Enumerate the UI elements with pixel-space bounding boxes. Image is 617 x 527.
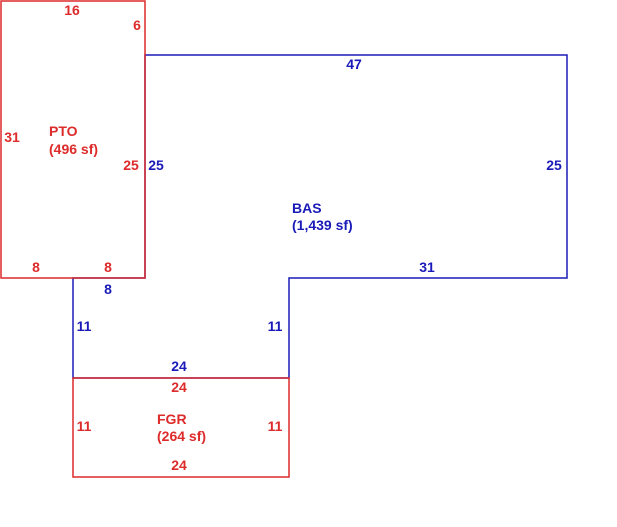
fgr-dim-left: 11 [77,418,92,434]
bas-dim-stem-right: 11 [268,318,283,334]
pto-dim-top-right: 6 [133,17,141,33]
bas-dim-right: 25 [546,157,562,173]
fgr-dim-right: 11 [268,418,283,434]
pto-area-code: PTO [49,123,78,139]
pto-dim-bottom-right: 8 [104,259,112,275]
pto-dim-right: 25 [123,157,139,173]
fgr-area-size: (264 sf) [157,428,206,444]
pto-dim-top: 16 [64,2,80,18]
fgr-outline [72,377,290,478]
bas-dim-stem-left: 11 [77,318,92,334]
pto-area-size: (496 sf) [49,141,98,157]
bas-dim-bottom-right: 31 [419,259,435,275]
pto-dim-bottom-left: 8 [32,259,40,275]
bas-area-code: BAS [292,200,322,216]
pto-dim-left: 31 [4,129,20,145]
fgr-area-code: FGR [157,411,187,427]
bas-dim-top: 47 [346,56,362,72]
bas-dim-stem-top: 8 [104,281,112,297]
pto-outline [0,0,146,279]
bas-dim-left: 25 [148,157,164,173]
pto-labels: 16 6 31 25 8 8 PTO (496 sf) [4,2,141,275]
fgr-dim-bottom: 24 [171,457,187,473]
bas-dim-stem-bottom: 24 [171,358,187,374]
bas-labels: 47 25 25 31 8 11 11 24 BAS (1,439 sf) [77,56,562,374]
fgr-dim-top: 24 [171,379,187,395]
bas-area-size: (1,439 sf) [292,217,353,233]
fgr-labels: 24 11 11 24 FGR (264 sf) [77,379,283,473]
